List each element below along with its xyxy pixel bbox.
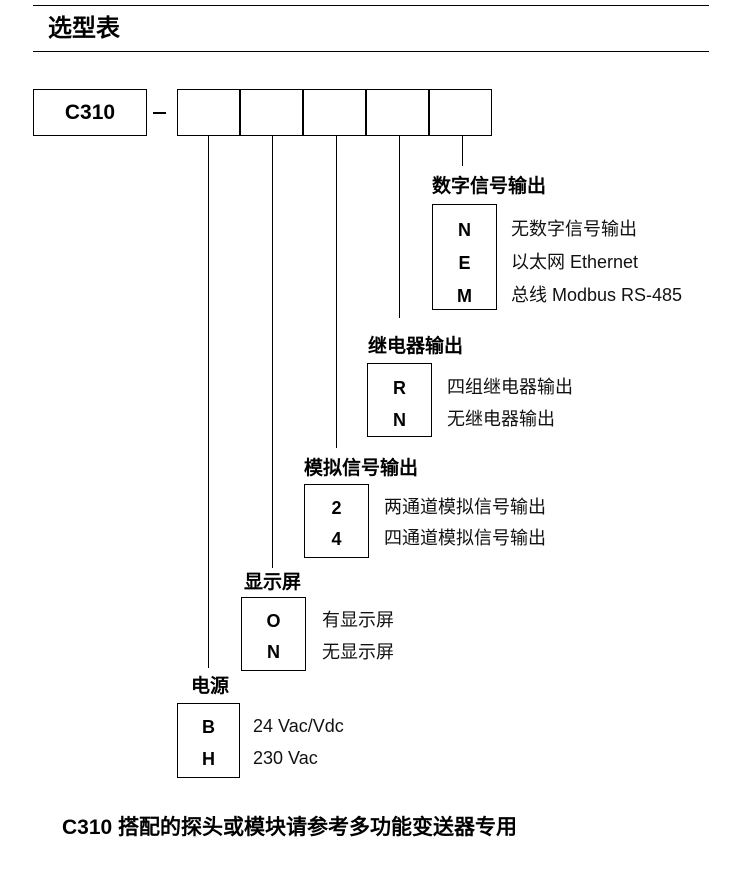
group-title-power: 电源 — [191, 676, 230, 697]
page-title: 选型表 — [48, 15, 120, 42]
group-title-analog: 模拟信号输出 — [304, 458, 419, 479]
model-name: C310 — [64, 100, 116, 124]
connector-display — [272, 136, 273, 568]
code-relay-n: N — [393, 410, 406, 430]
code-digital-e: E — [458, 253, 471, 273]
slot-power — [177, 89, 240, 136]
desc-power-b: 24 Vac/Vdc — [253, 716, 344, 736]
desc-power-h: 230 Vac — [253, 748, 318, 768]
code-display-n: N — [267, 642, 280, 662]
slot-analog — [303, 89, 366, 136]
code-digital-m: M — [457, 286, 472, 306]
title-rule — [33, 51, 709, 52]
code-digital-n: N — [458, 220, 471, 240]
code-analog-2: 2 — [331, 498, 342, 518]
group-title-relay: 继电器输出 — [368, 336, 464, 357]
connector-analog — [336, 136, 337, 448]
desc-digital-e: 以太网 Ethernet — [511, 252, 639, 272]
slot-digital — [429, 89, 492, 136]
desc-analog-2: 两通道模拟信号输出 — [384, 497, 546, 517]
code-box-analog: 2 4 — [304, 484, 369, 558]
group-title-digital: 数字信号输出 — [432, 176, 547, 197]
model-separator-dash — [153, 112, 166, 114]
code-relay-r: R — [393, 378, 406, 398]
code-box-relay: R N — [367, 363, 432, 437]
code-power-b: B — [202, 717, 215, 737]
desc-analog-4: 四通道模拟信号输出 — [384, 528, 546, 548]
connector-digital — [462, 136, 463, 166]
code-display-o: O — [266, 611, 281, 631]
desc-relay-r: 四组继电器输出 — [447, 377, 573, 397]
connector-relay — [399, 136, 400, 318]
group-title-display: 显示屏 — [244, 572, 302, 593]
desc-digital-m: 总线 Modbus RS-485 — [511, 285, 683, 305]
slot-display — [240, 89, 303, 136]
model-box: C310 — [33, 89, 147, 136]
code-box-display: O N — [241, 597, 306, 671]
code-box-power: B H — [177, 703, 240, 778]
connector-power — [208, 136, 209, 668]
code-analog-4: 4 — [331, 529, 342, 549]
desc-display-o: 有显示屏 — [322, 610, 394, 630]
top-rule — [33, 5, 709, 6]
code-box-digital: N E M — [432, 204, 497, 310]
slot-relay — [366, 89, 429, 136]
desc-relay-n: 无继电器输出 — [447, 409, 555, 429]
desc-digital-n: 无数字信号输出 — [511, 219, 637, 239]
footer-note: C310 搭配的探头或模块请参考多功能变送器专用 — [62, 816, 518, 839]
code-power-h: H — [202, 749, 215, 769]
desc-display-n: 无显示屏 — [322, 642, 394, 662]
